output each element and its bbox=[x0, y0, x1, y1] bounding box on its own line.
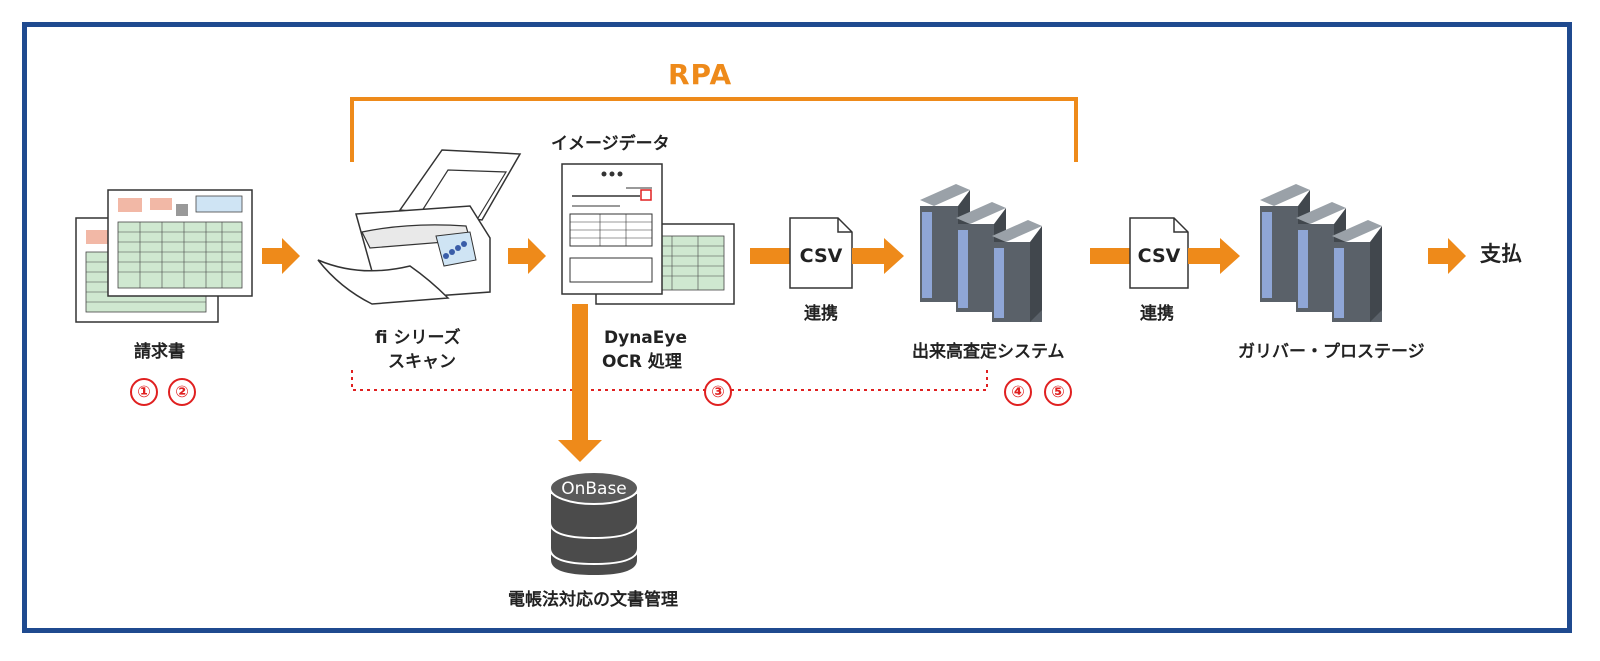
badge-3: ③ bbox=[704, 378, 732, 406]
badge-1: ① bbox=[130, 378, 158, 406]
flow-arrow-5 bbox=[1428, 238, 1466, 274]
scanner-label-line1: fi シリーズ bbox=[375, 328, 461, 348]
diagram-frame bbox=[22, 22, 1572, 633]
scanner-icon bbox=[317, 149, 522, 305]
onbase-name: OnBase bbox=[561, 479, 627, 499]
rpa-bracket bbox=[350, 97, 1078, 162]
image-data-document-icon bbox=[561, 163, 735, 305]
badge-4: ④ bbox=[1004, 378, 1032, 406]
flow-arrow-2 bbox=[508, 238, 546, 274]
flow-arrow-4-shaft bbox=[1090, 248, 1130, 264]
image-data-label: イメージデータ bbox=[551, 134, 670, 154]
badge-2: ② bbox=[168, 378, 196, 406]
rpa-title: RPA bbox=[668, 58, 733, 91]
flow-arrow-1 bbox=[262, 238, 300, 274]
ocr-label-line2: OCR 処理 bbox=[602, 352, 682, 372]
csv-label-1: CSV bbox=[800, 245, 843, 267]
badge-5: ⑤ bbox=[1044, 378, 1072, 406]
dekidaka-server-icon bbox=[920, 184, 1042, 322]
link-label-2: 連携 bbox=[1140, 304, 1174, 324]
onbase-doc-label: 電帳法対応の文書管理 bbox=[508, 590, 678, 610]
scanner-label-line2: スキャン bbox=[388, 352, 456, 372]
payment-label: 支払 bbox=[1480, 242, 1522, 266]
onbase-database-icon bbox=[549, 471, 639, 578]
invoice-label: 請求書 bbox=[134, 342, 185, 362]
dotted-connector bbox=[351, 370, 988, 391]
gulliver-server-icon bbox=[1260, 184, 1382, 322]
csv-label-2: CSV bbox=[1138, 245, 1181, 267]
gulliver-label: ガリバー・プロステージ bbox=[1238, 342, 1425, 362]
flow-arrow-down bbox=[558, 304, 602, 462]
flow-arrow-3-shaft bbox=[750, 248, 790, 264]
dekidaka-label: 出来高査定システム bbox=[912, 342, 1065, 362]
flow-arrow-3-head bbox=[852, 238, 904, 274]
ocr-label-line1: DynaEye bbox=[604, 328, 687, 348]
flow-arrow-4-head bbox=[1188, 238, 1240, 274]
invoice-documents-icon bbox=[75, 189, 253, 323]
link-label-1: 連携 bbox=[804, 304, 838, 324]
